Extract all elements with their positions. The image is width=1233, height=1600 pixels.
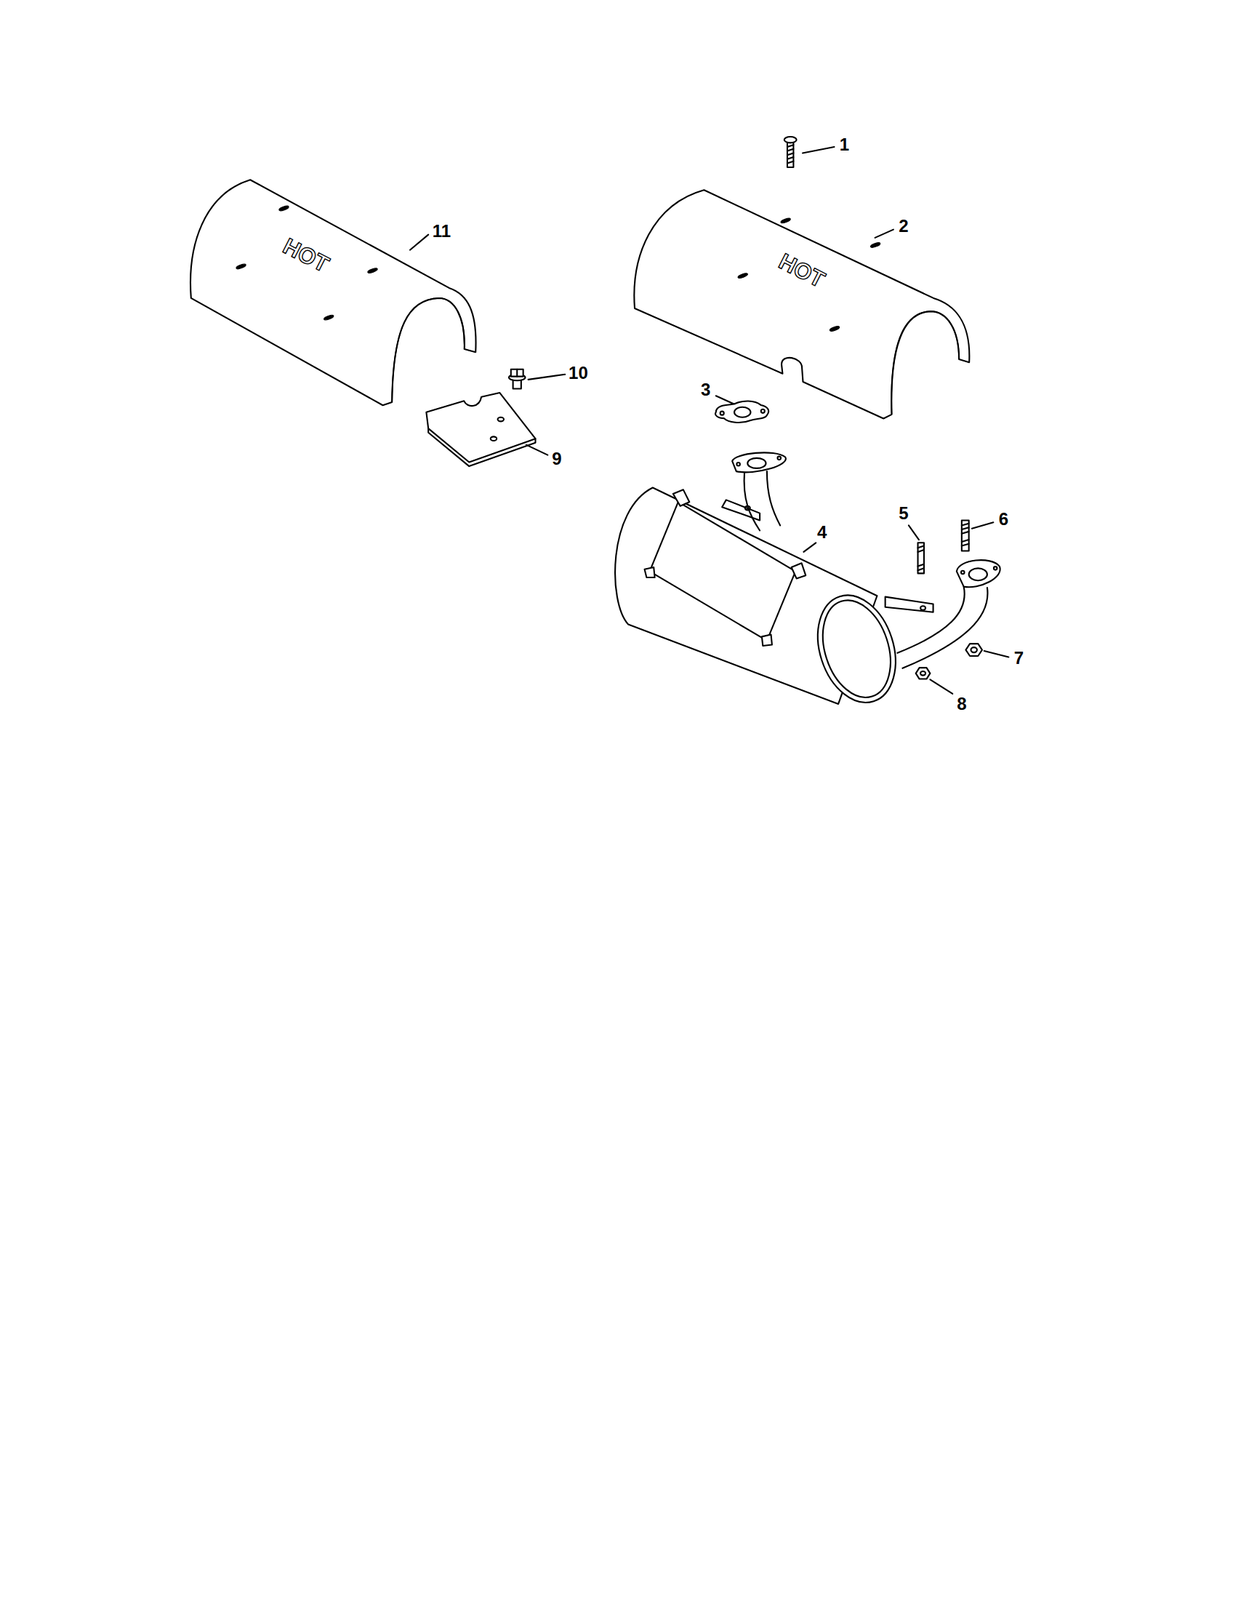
callout-number: 3 bbox=[700, 380, 711, 399]
shield-body bbox=[190, 179, 477, 405]
stud bbox=[918, 542, 925, 573]
screw bbox=[784, 136, 797, 168]
callout-number: 10 bbox=[568, 364, 589, 382]
callout-number: 8 bbox=[956, 695, 967, 713]
shield-slot bbox=[367, 266, 379, 274]
stud bbox=[961, 519, 970, 551]
heat-shield: HOT bbox=[624, 181, 978, 425]
heat-plate bbox=[426, 392, 536, 467]
callout-number: 1 bbox=[839, 135, 850, 154]
heat-shield-outline bbox=[624, 181, 978, 425]
callout-number: 7 bbox=[1014, 649, 1024, 667]
nut bbox=[916, 667, 931, 679]
gasket bbox=[715, 400, 769, 423]
shield-body bbox=[633, 189, 970, 419]
heat-shield-outline bbox=[183, 171, 483, 411]
shield-slot bbox=[780, 216, 791, 224]
muffler bbox=[615, 452, 1001, 712]
shield-slot bbox=[278, 205, 290, 212]
callout-number: 2 bbox=[898, 217, 909, 235]
shield-slot bbox=[737, 271, 749, 279]
shield-slot bbox=[235, 263, 247, 270]
callout-number: 9 bbox=[551, 450, 562, 468]
callout-number: 11 bbox=[432, 222, 451, 240]
callout-number: 5 bbox=[898, 504, 909, 522]
shield-slot bbox=[322, 314, 334, 321]
callout-number: 4 bbox=[817, 523, 827, 541]
shield-edge bbox=[391, 298, 465, 403]
shield-slot bbox=[828, 324, 840, 332]
heat-shield: HOT bbox=[183, 171, 483, 411]
shield-slot bbox=[869, 241, 881, 248]
bolt bbox=[508, 369, 525, 389]
nut bbox=[965, 643, 982, 656]
shield-edge bbox=[891, 311, 959, 415]
callout-number: 6 bbox=[998, 510, 1009, 528]
